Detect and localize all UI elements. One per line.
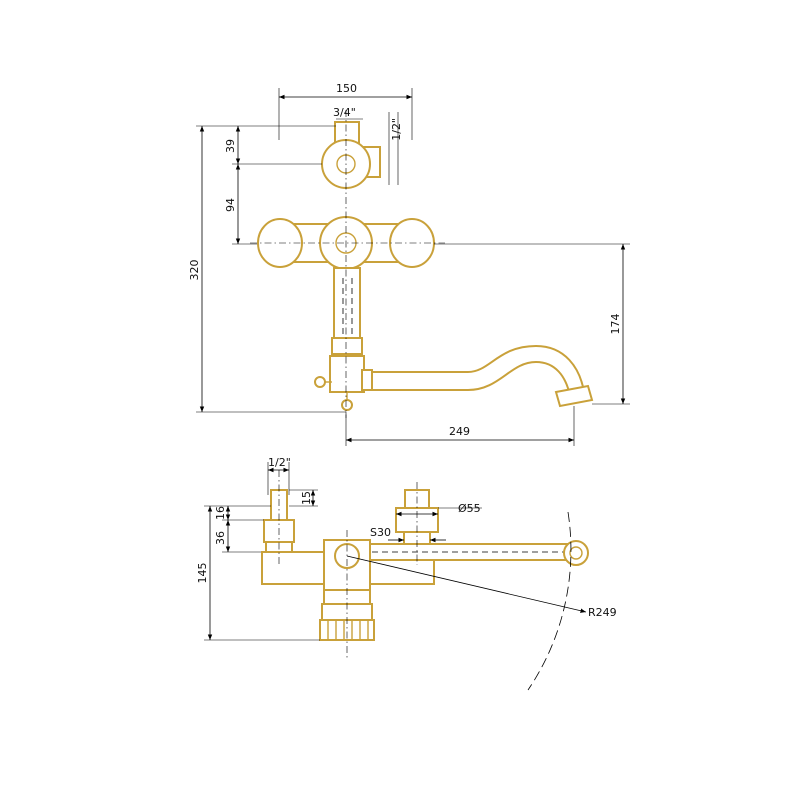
dim-174-label: 174 bbox=[609, 314, 622, 335]
dim-three-quarter-label: 3/4" bbox=[333, 106, 356, 119]
dim-150-label: 150 bbox=[336, 82, 357, 95]
top-view-spout bbox=[369, 543, 569, 561]
swing-arc bbox=[527, 511, 572, 691]
knurl-lines bbox=[327, 620, 369, 640]
dim-radius-label: R249 bbox=[588, 606, 617, 619]
diverter-knob bbox=[314, 376, 326, 388]
drain-knob bbox=[341, 399, 353, 411]
dim-diameter-label: Ø55 bbox=[458, 502, 481, 515]
dim-s30-label: S30 bbox=[370, 526, 391, 539]
spout-aerator bbox=[554, 384, 594, 408]
dim-36-label: 36 bbox=[214, 531, 227, 545]
dim-half-inch-label: 1/2" bbox=[390, 118, 403, 141]
dim-15-label: 15 bbox=[300, 491, 313, 505]
dim-half-inch-top-label: 1/2" bbox=[268, 456, 291, 469]
dim-145-label: 145 bbox=[196, 563, 209, 584]
dim-16-label: 16 bbox=[214, 506, 227, 520]
dim-320-label: 320 bbox=[188, 260, 201, 281]
spout-joint bbox=[329, 355, 365, 393]
top-view-spout-tip bbox=[563, 540, 589, 566]
front-view: 150 3/4" 1/2" 39 94 bbox=[188, 82, 630, 446]
top-view: 1/2" 15 16 36 bbox=[196, 456, 617, 691]
dim-249-label: 249 bbox=[449, 425, 470, 438]
vertical-stem bbox=[333, 267, 361, 349]
dim-94-label: 94 bbox=[224, 198, 237, 212]
spout-pipe bbox=[371, 344, 586, 398]
stem-collar bbox=[331, 337, 363, 355]
spout-nut bbox=[361, 369, 373, 391]
dim-39-label: 39 bbox=[224, 139, 237, 153]
